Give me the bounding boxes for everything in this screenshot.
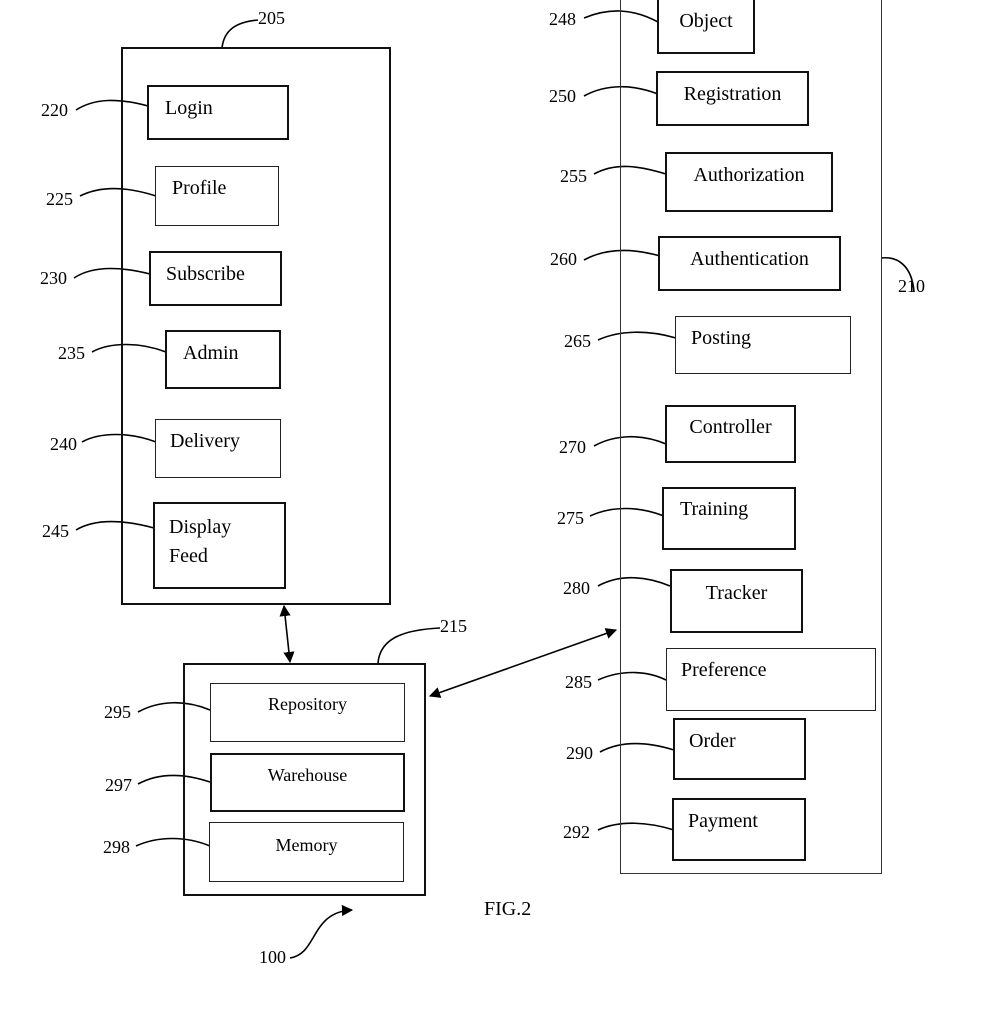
ref-270: 270 [559,437,586,457]
ref-240: 240 [50,434,77,454]
client-storage-arrow [284,606,290,662]
authentication-module: Authentication [658,236,841,291]
payment-label: Payment [688,810,758,832]
preference-label: Preference [681,659,767,681]
ref-290: 290 [566,743,593,763]
ref-298: 298 [103,837,130,857]
payment-module: Payment [672,798,806,861]
admin-label: Admin [183,342,239,364]
ref-100: 100 [259,947,286,967]
registration-label: Registration [684,83,782,105]
object-module: Object [657,0,755,54]
subscribe-module: Subscribe [149,251,282,306]
display-feed-label-line1: Display [169,513,284,542]
order-label: Order [689,730,736,752]
ref-205: 205 [258,8,285,28]
memory-module: Memory [209,822,404,882]
display-feed-label-line2: Feed [169,542,284,571]
leader-215 [378,628,440,663]
ref-285: 285 [565,672,592,692]
profile-label: Profile [172,177,226,199]
ref-230: 230 [40,268,67,288]
authorization-module: Authorization [665,152,833,212]
ref-265: 265 [564,331,591,351]
ref-292: 292 [563,822,590,842]
authentication-label: Authentication [690,248,809,270]
subscribe-label: Subscribe [166,263,245,285]
preference-module: Preference [666,648,876,711]
ref-260: 260 [550,249,577,269]
controller-label: Controller [689,416,771,438]
profile-module: Profile [155,166,279,226]
ref-255: 255 [560,166,587,186]
registration-module: Registration [656,71,809,126]
repository-module: Repository [210,683,405,742]
training-label: Training [680,498,748,520]
admin-module: Admin [165,330,281,389]
order-module: Order [673,718,806,780]
ref-250: 250 [549,86,576,106]
ref-245: 245 [42,521,69,541]
warehouse-module: Warehouse [210,753,405,812]
ref-210: 210 [898,276,925,296]
ref-215: 215 [440,616,467,636]
tracker-label: Tracker [706,582,767,604]
training-module: Training [662,487,796,550]
delivery-module: Delivery [155,419,281,478]
warehouse-label: Warehouse [268,765,348,785]
ref-295: 295 [104,702,131,722]
posting-label: Posting [691,327,751,349]
memory-label: Memory [276,835,338,855]
ref-248: 248 [549,9,576,29]
posting-module: Posting [675,316,851,374]
ref-235: 235 [58,343,85,363]
login-module: Login [147,85,289,140]
leader-100 [290,910,352,958]
leader-205 [222,20,258,48]
ref-297: 297 [105,775,132,795]
display-feed-module: Display Feed [153,502,286,589]
ref-220: 220 [41,100,68,120]
authorization-label: Authorization [693,164,804,186]
repository-label: Repository [268,694,347,714]
object-label: Object [679,10,732,32]
delivery-label: Delivery [170,430,240,452]
controller-module: Controller [665,405,796,463]
ref-225: 225 [46,189,73,209]
login-label: Login [165,97,213,119]
ref-275: 275 [557,508,584,528]
tracker-module: Tracker [670,569,803,633]
ref-280: 280 [563,578,590,598]
figure-caption: FIG.2 [484,898,531,921]
